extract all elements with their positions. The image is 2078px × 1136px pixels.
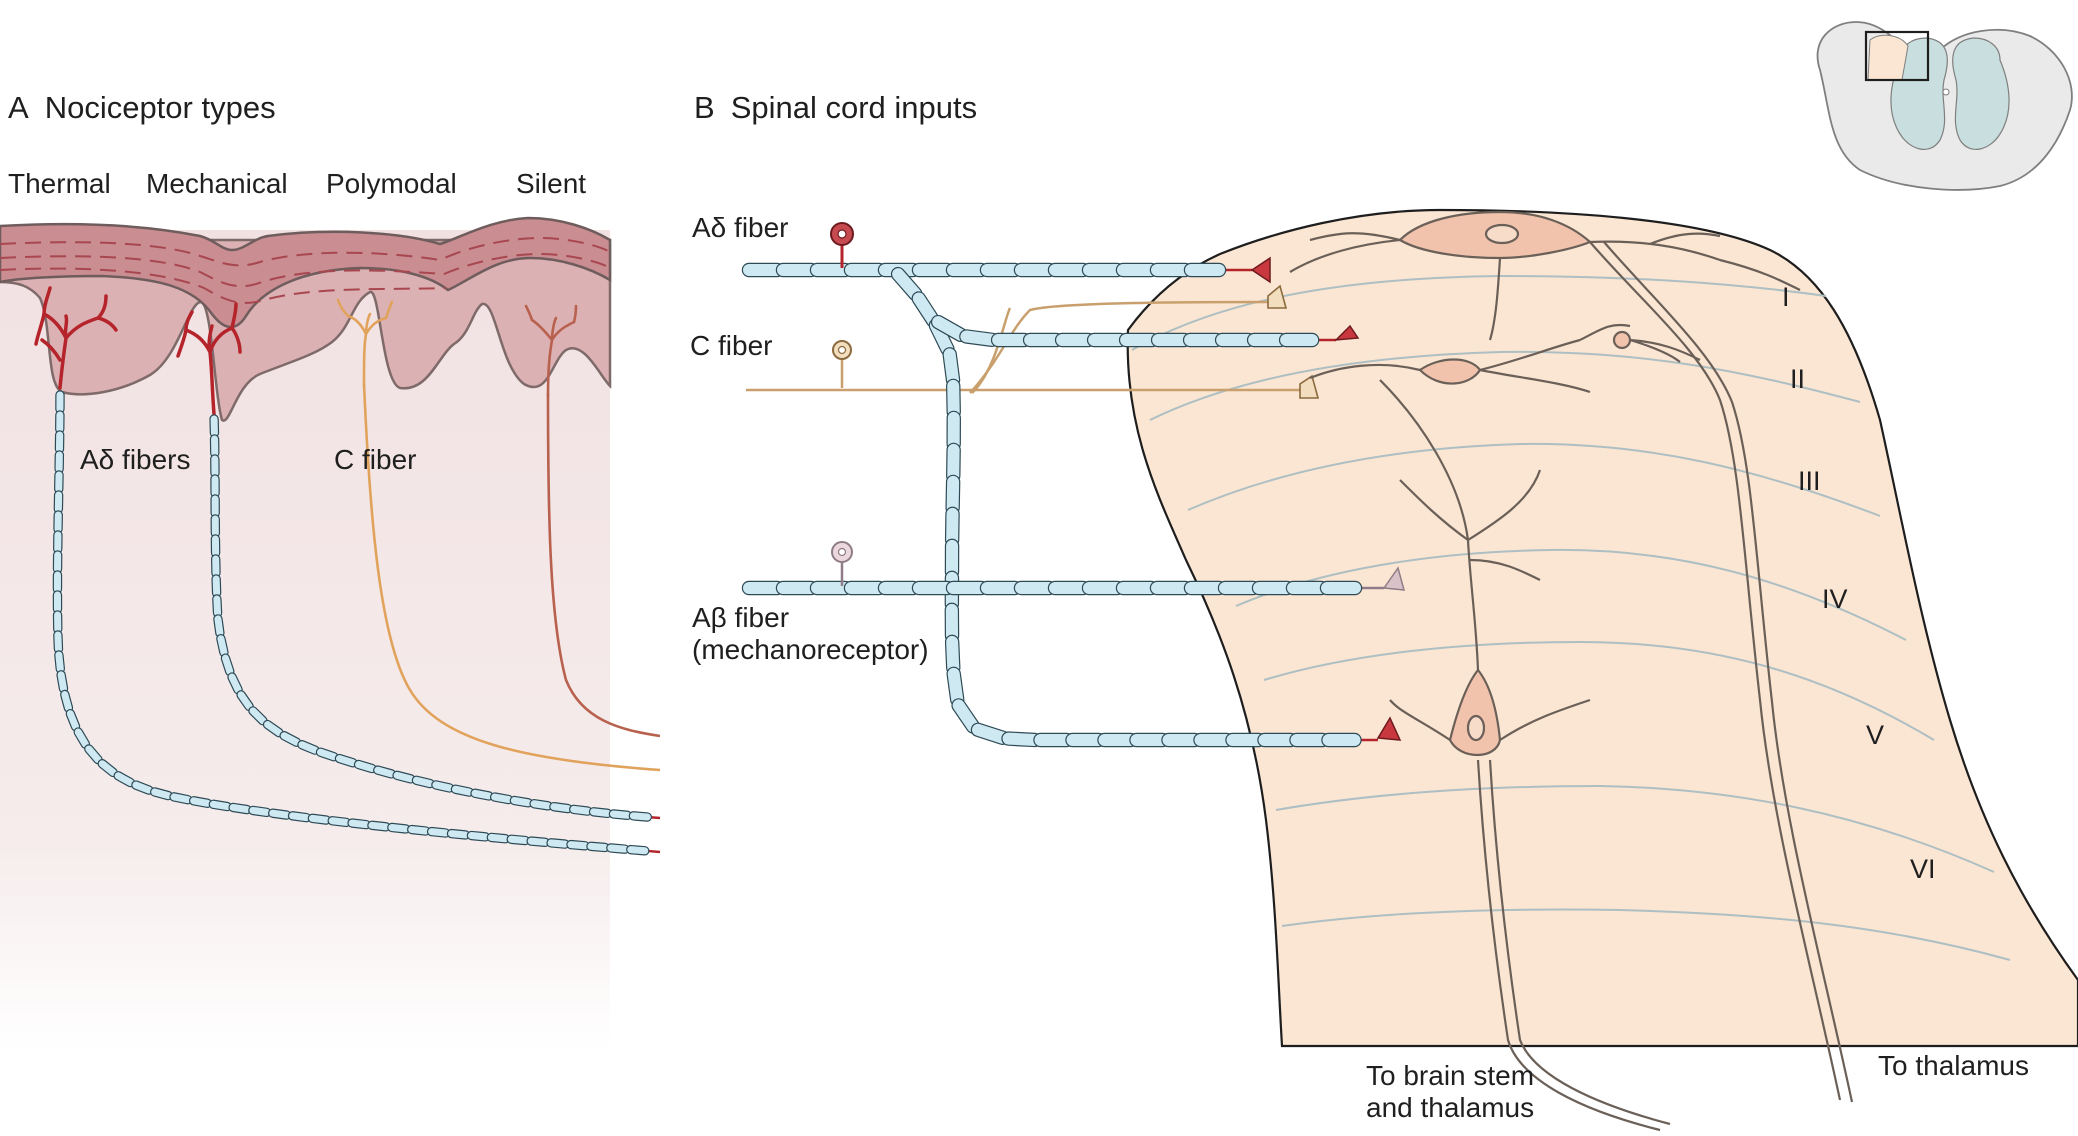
panel-a-axons (52, 383, 661, 856)
nociceptor-type-mechanical: Mechanical (146, 168, 288, 199)
mechanical-adelta-axon (209, 414, 661, 822)
c-fiber-label: C fiber (690, 330, 773, 361)
abeta-cell-body (831, 541, 853, 586)
c-fiber-terminal-lamina-ii (1299, 374, 1320, 399)
panel-a-skin (0, 216, 612, 1050)
adelta-terminal-lamina-i (1250, 256, 1271, 284)
lamina-label-i: I (1782, 282, 1790, 312)
abeta-fiber-label: Aβ fiber (692, 602, 790, 633)
to-brainstem-label-line2: and thalamus (1366, 1092, 1535, 1123)
lamina-ii-interneuron (1309, 323, 1701, 394)
panel-b-axons (741, 262, 1384, 748)
laminae-boundaries (1131, 274, 2011, 961)
abeta-fiber-sublabel: (mechanoreceptor) (692, 634, 929, 665)
spinal-cord-inset (1816, 21, 2073, 191)
polymodal-free-ending (336, 298, 394, 388)
adelta-terminal-lamina-v (1376, 716, 1402, 741)
adelta-fiber-label: Aδ fiber (692, 212, 789, 243)
nociceptor-type-silent: Silent (516, 168, 587, 199)
lamina-v-projection-neuron (1379, 379, 1671, 1132)
lamina-label-v: V (1866, 720, 1885, 750)
panel-b-title: B Spinal cord inputs (694, 92, 977, 124)
polymodal-c-fiber-axon (362, 383, 661, 772)
lamina-label-iv: IV (1822, 584, 1848, 614)
panel-a-title: A Nociceptor types (8, 92, 276, 124)
panel-a-c-fiber-label: C fiber (334, 444, 417, 475)
inset-highlight-box (1864, 30, 1930, 82)
silent-c-fiber-axon (546, 393, 661, 738)
abeta-terminal-lamina-iv (1382, 566, 1406, 591)
lamina-i-projection-neuron (1289, 210, 1854, 1103)
silent-free-ending (524, 304, 578, 398)
panel-b-title-text: Spinal cord inputs (730, 90, 978, 125)
panel-b-letter: B (694, 90, 715, 125)
dorsal-horn (1126, 208, 2078, 1048)
c-fiber-axon (746, 284, 1320, 399)
lamina-label-iii: III (1798, 466, 1821, 496)
adelta-lamina-ii-branch (930, 314, 1336, 348)
mechanical-free-ending (176, 302, 242, 416)
thermal-adelta-axon (52, 390, 661, 856)
thermal-free-ending (34, 286, 118, 390)
adelta-terminal-lamina-ii (1334, 324, 1360, 341)
panel-a-title-text: Nociceptor types (44, 90, 276, 125)
to-thalamus-label: To thalamus (1878, 1050, 2029, 1081)
c-fiber-terminal-lamina-i (1267, 284, 1288, 309)
panel-b-cord (1126, 208, 2078, 1048)
to-brainstem-label: To brain stem (1366, 1060, 1535, 1091)
synaptic-terminals (1250, 256, 1406, 741)
nociceptor-type-thermal: Thermal (8, 168, 111, 199)
lamina-label-vi: VI (1910, 854, 1936, 884)
adelta-fibers-label: Aδ fibers (80, 444, 191, 475)
adelta-descending-branch (890, 266, 1378, 748)
adelta-cell-body (830, 222, 854, 268)
nociceptor-type-polymodal: Polymodal (326, 168, 457, 199)
panel-a-letter: A (8, 90, 29, 125)
lamina-label-ii: II (1790, 364, 1806, 394)
